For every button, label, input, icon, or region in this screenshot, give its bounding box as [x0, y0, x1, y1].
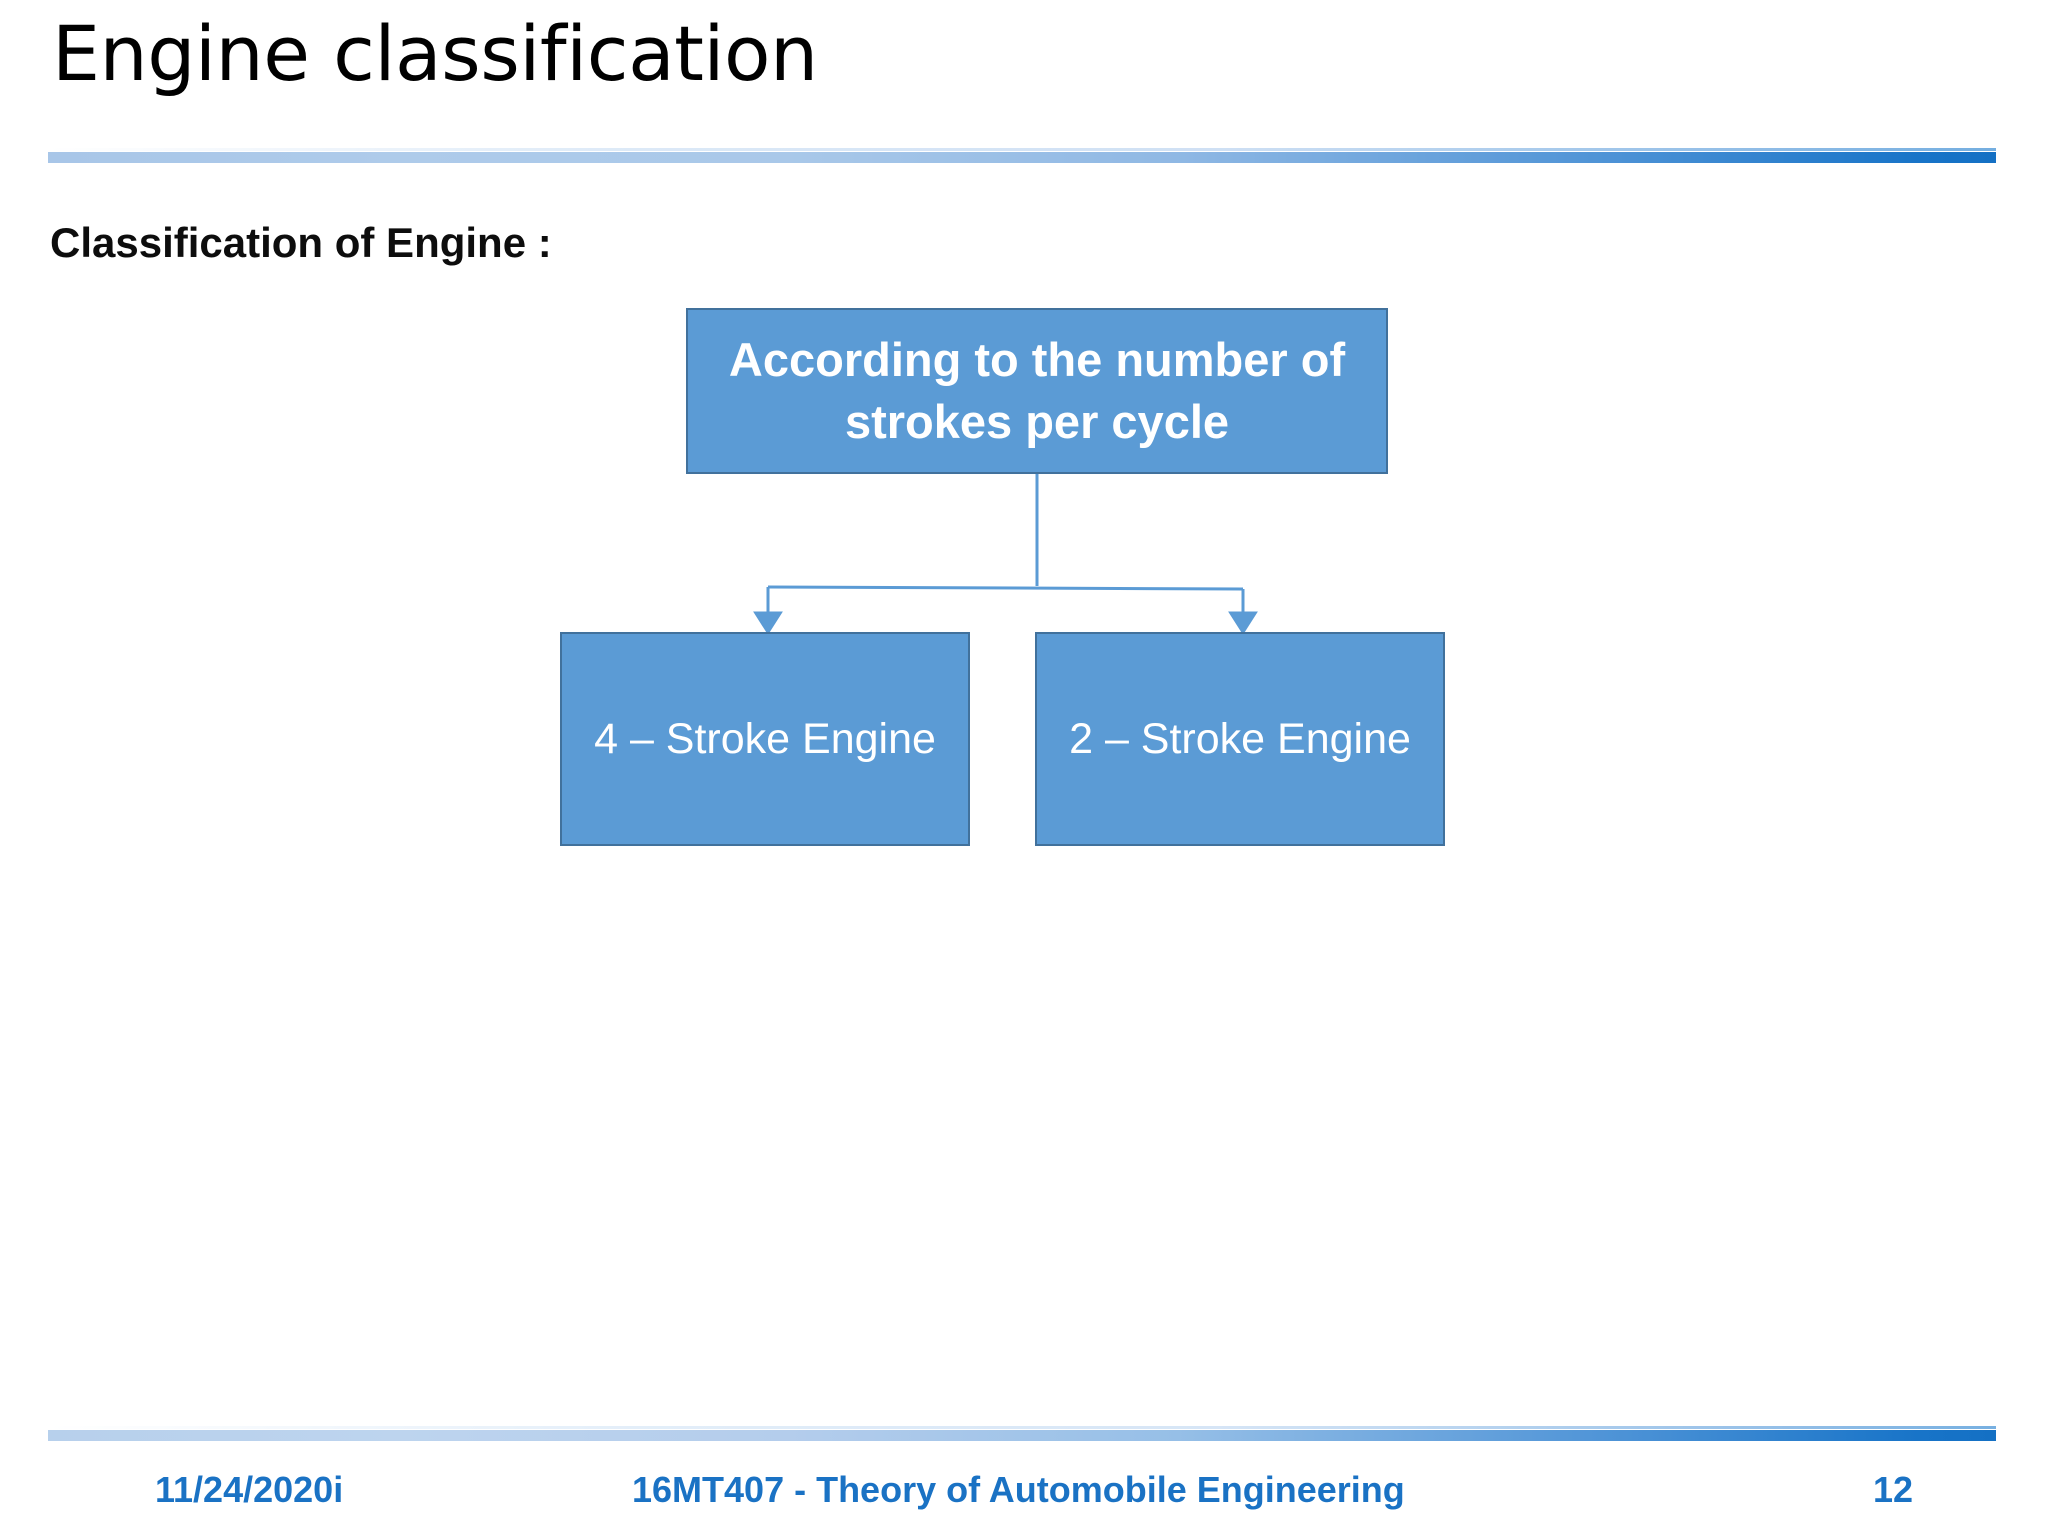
- arrowhead-right-icon: [1228, 611, 1258, 635]
- section-heading: Classification of Engine :: [50, 219, 552, 266]
- slide-footer: 11/24/2020i 16MT407 - Theory of Automobi…: [0, 1452, 2048, 1536]
- arrowhead-left-icon: [753, 611, 783, 635]
- diagram-node-root[interactable]: According to the number of strokes per c…: [686, 308, 1388, 474]
- diagram-node-two-stroke[interactable]: 2 – Stroke Engine: [1035, 632, 1445, 846]
- diagram-node-four-stroke-label: 4 – Stroke Engine: [594, 715, 936, 763]
- footer-page-number: 12: [1873, 1469, 1914, 1510]
- diagram-node-four-stroke[interactable]: 4 – Stroke Engine: [560, 632, 970, 846]
- title-divider: [48, 152, 1996, 163]
- footer-divider-highlight: [48, 1426, 1996, 1429]
- title-divider-highlight: [48, 148, 1996, 151]
- footer-course-title: 16MT407 - Theory of Automobile Engineeri…: [632, 1469, 1405, 1510]
- footer-divider: [48, 1430, 1996, 1441]
- diagram-node-root-label: According to the number of strokes per c…: [728, 333, 1346, 448]
- page-title: Engine classification: [52, 9, 818, 98]
- connector-branch-bar: [767, 585, 1244, 591]
- diagram-node-two-stroke-label: 2 – Stroke Engine: [1069, 715, 1411, 763]
- footer-date: 11/24/2020i: [155, 1469, 344, 1510]
